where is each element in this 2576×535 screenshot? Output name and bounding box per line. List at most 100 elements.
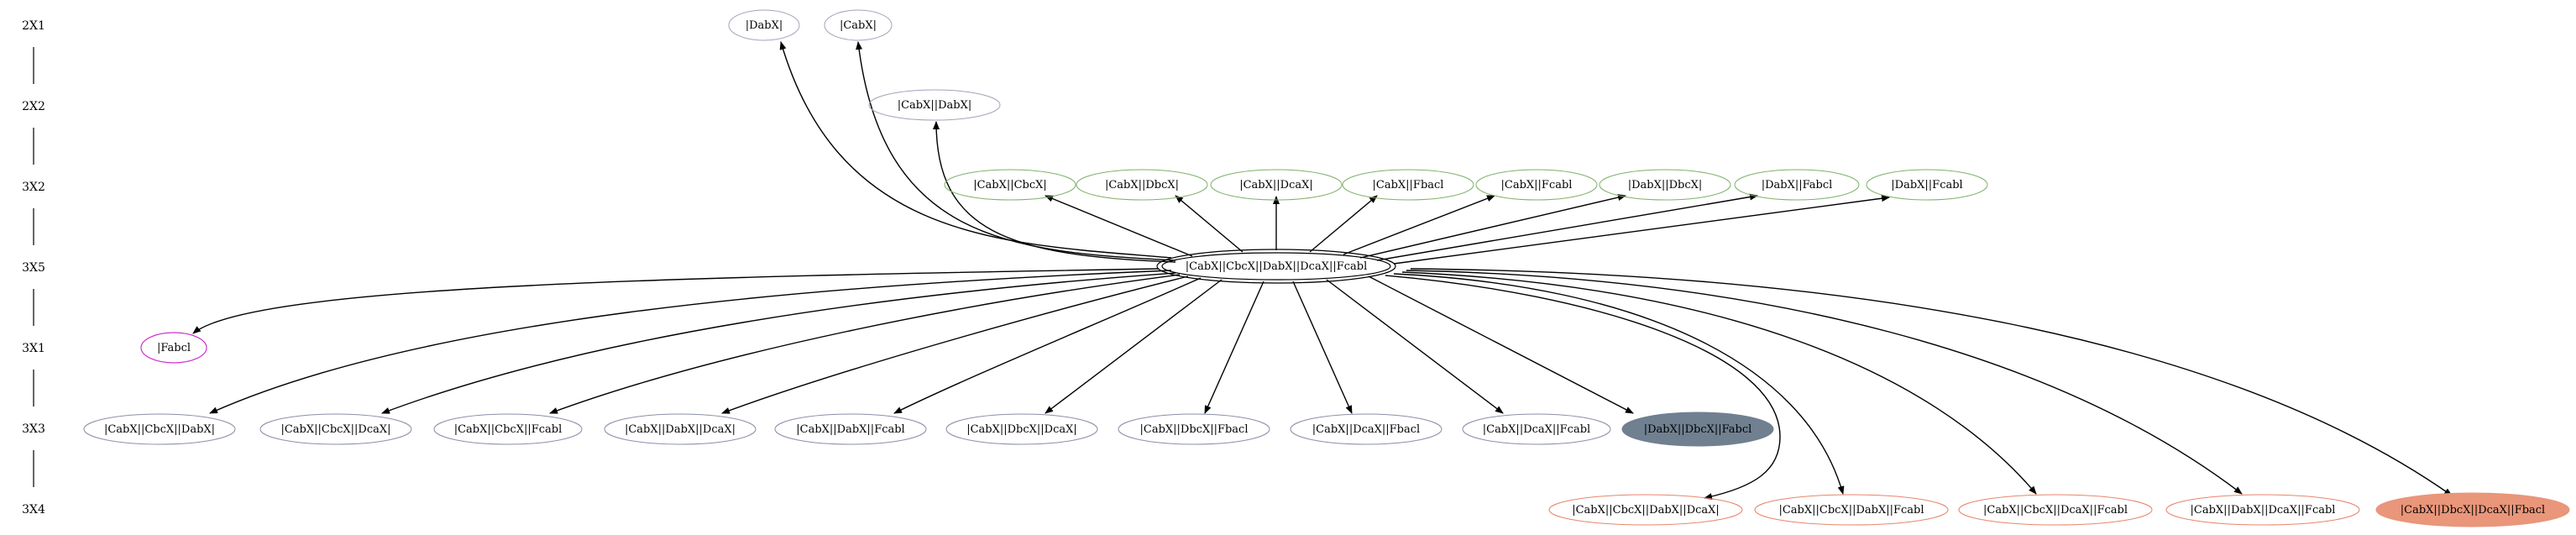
node-r6-9[interactable]: |CabX||DcaX||Fcabl	[1462, 413, 1611, 445]
node-cabx-dbcx[interactable]: |CabX||DbcX|	[1076, 169, 1208, 201]
edge-center-to-r6-2	[381, 272, 1176, 414]
node-label: |CabX||CbcX||DcaX|	[280, 423, 390, 436]
node-shape	[944, 169, 1076, 201]
node-shape	[1866, 169, 1988, 201]
node-shape	[1734, 169, 1860, 201]
node-shape	[2165, 494, 2360, 526]
edge-center-to-r6-5	[893, 277, 1202, 414]
node-r6-3[interactable]: |CabX||CbcX||Fcabl	[433, 413, 583, 445]
node-cabx-dcax[interactable]: |CabX||DcaX|	[1210, 169, 1343, 201]
node-shape	[1118, 413, 1270, 445]
node-dabx-fcabl[interactable]: |DabX||Fcabl	[1866, 169, 1988, 201]
node-shape	[259, 413, 412, 445]
node-shape-inner	[1161, 252, 1391, 281]
edge-center-to-r7-4	[1406, 270, 2243, 495]
node-r6-5[interactable]: |CabX||DabX||Fcabl	[774, 413, 927, 445]
edge-center-to-dabx-fcabl	[1393, 195, 1890, 265]
node-cabx-dabx[interactable]: |CabX||DabX|	[868, 89, 1001, 121]
node-label: |CabX||CbcX|	[973, 179, 1047, 191]
node-label: |CabX||DabX|	[898, 99, 972, 112]
edge-center-to-fabcl	[192, 268, 1160, 334]
edge-layer	[192, 41, 2453, 501]
edge-center-to-cabx-fbacl	[1309, 195, 1378, 253]
rank-label-r2: 2X2	[22, 100, 45, 113]
node-dabx[interactable]: |DabX|	[728, 9, 800, 41]
node-r7-4[interactable]: |CabX||DabX||DcaX||Fcabl	[2165, 494, 2360, 526]
node-shape	[1548, 494, 1743, 526]
node-shape-outer	[1156, 249, 1396, 284]
node-r7-3[interactable]: |CabX||CbcX||DcaX||Fcabl	[1958, 494, 2153, 526]
node-label: |CabX||DcaX||Fbacl	[1312, 423, 1420, 436]
node-r6-2[interactable]: |CabX||CbcX||DcaX|	[259, 413, 412, 445]
node-dabx-fabcl[interactable]: |DabX||Fabcl	[1734, 169, 1860, 201]
edge-center-to-r6-6	[1045, 279, 1223, 414]
node-r7-5[interactable]: |CabX||DbcX||DcaX||Fbacl	[2375, 492, 2570, 527]
rank-label-r5: 3X1	[22, 342, 45, 355]
node-shape	[1076, 169, 1208, 201]
node-dabx-dbcx[interactable]: |DabX||DbcX|	[1599, 169, 1731, 201]
node-shape	[604, 413, 757, 445]
node-label: |CabX||DbcX||DcaX||Fbacl	[2401, 504, 2545, 517]
rank-label-r6: 3X3	[22, 422, 45, 436]
node-cabx[interactable]: |CabX|	[824, 9, 893, 41]
node-cabx-cbcx[interactable]: |CabX||CbcX|	[944, 169, 1076, 201]
node-shape	[1210, 169, 1343, 201]
edge-center-to-r7-5	[1410, 268, 2453, 496]
rank-axis: 2X1 2X2 3X2 3X5 3X1 3X3 3X4	[22, 19, 45, 517]
edge-center-to-r7-1	[1385, 275, 1781, 501]
edge-center-to-dabx-dbcx	[1359, 194, 1626, 259]
node-r6-10[interactable]: |DabX||DbcX||Fabcl	[1621, 412, 1774, 447]
node-label: |DabX||DbcX|	[1628, 179, 1703, 191]
edge-center-to-r6-10	[1368, 275, 1634, 414]
node-shape	[945, 413, 1098, 445]
node-shape	[1462, 413, 1611, 445]
node-shape	[433, 413, 583, 445]
node-center[interactable]: |CabX||CbcX||DabX||DcaX||Fcabl	[1156, 249, 1396, 284]
node-fabcl[interactable]: |Fabcl	[140, 332, 207, 364]
node-r6-7[interactable]: |CabX||DbcX||Fbacl	[1118, 413, 1270, 445]
node-label: |CabX||DabX||DcaX||Fcabl	[2191, 504, 2336, 517]
edge-center-to-cabx-dbcx	[1175, 195, 1243, 253]
edge-center-to-r6-7	[1204, 281, 1264, 414]
node-r6-8[interactable]: |CabX||DcaX||Fbacl	[1290, 413, 1442, 445]
node-r6-1[interactable]: |CabX||CbcX||DabX|	[83, 413, 236, 445]
node-label: |DabX||Fcabl	[1891, 179, 1962, 191]
node-r7-1[interactable]: |CabX||CbcX||DabX||DcaX|	[1548, 494, 1743, 526]
node-r6-4[interactable]: |CabX||DabX||DcaX|	[604, 413, 757, 445]
node-cabx-fcabl[interactable]: |CabX||Fcabl	[1475, 169, 1598, 201]
node-shape	[1342, 169, 1474, 201]
node-label: |CabX||CbcX||Fcabl	[454, 423, 563, 436]
edge-center-to-cabx	[856, 41, 1176, 261]
node-r7-2[interactable]: |CabX||CbcX||DabX||Fcabl	[1754, 494, 1949, 526]
node-shape	[774, 413, 927, 445]
node-label: |CabX||DabX||Fcabl	[796, 423, 904, 436]
node-cabx-fbacl[interactable]: |CabX||Fbacl	[1342, 169, 1474, 201]
node-label: |DabX||DbcX||Fabcl	[1644, 423, 1752, 436]
node-r6-6[interactable]: |CabX||DbcX||DcaX|	[945, 413, 1098, 445]
node-label: |CabX||DcaX|	[1239, 179, 1313, 191]
rank-label-r1: 2X1	[22, 19, 45, 33]
node-shape	[1599, 169, 1731, 201]
node-label: |CabX||DabX||DcaX|	[625, 423, 736, 436]
node-shape	[824, 9, 893, 41]
node-shape	[868, 89, 1001, 121]
node-shape	[1958, 494, 2153, 526]
node-label: |CabX|	[840, 19, 877, 32]
node-label: |CabX||CbcX||DabX||DcaX||Fcabl	[1186, 260, 1368, 273]
node-label: |DabX||Fabcl	[1762, 179, 1833, 191]
node-label: |CabX||DbcX||Fbacl	[1140, 423, 1249, 436]
node-shape	[728, 9, 800, 41]
edge-center-to-dabx	[779, 41, 1172, 259]
node-shape	[1754, 494, 1949, 526]
edge-center-to-r6-1	[209, 270, 1172, 414]
node-label: |Fabcl	[157, 342, 191, 354]
node-label: |CabX||Fcabl	[1501, 179, 1573, 191]
rank-label-r7: 3X4	[22, 503, 45, 517]
edge-center-to-dabx-fabcl	[1376, 193, 1758, 261]
node-shape	[1290, 413, 1442, 445]
node-shape	[2375, 492, 2570, 527]
node-shape	[1621, 412, 1774, 447]
rank-label-r4: 3X5	[22, 261, 45, 275]
edge-center-to-r7-2	[1393, 273, 1845, 495]
